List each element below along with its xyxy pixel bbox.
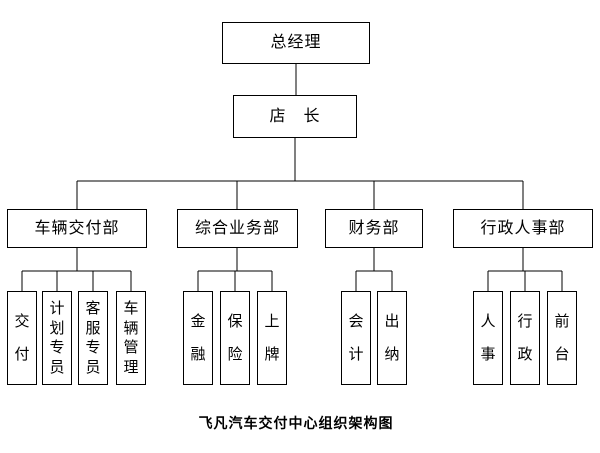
vertical-char: 交: [14, 313, 30, 330]
general-manager-box: 总经理: [222, 22, 370, 64]
vertical-char: 险: [227, 346, 243, 363]
vertical-char: 辆: [123, 319, 139, 337]
dept-box-vehicle-delivery: 车辆交付部: [7, 209, 147, 248]
vertical-char: 计: [348, 346, 364, 363]
role-box-admin: 行政: [510, 291, 540, 385]
role-box-registration: 上牌: [257, 291, 287, 385]
role-box-insurance: 保险: [220, 291, 250, 385]
vertical-char: 会: [348, 313, 364, 330]
vertical-char: 理: [123, 359, 139, 377]
vertical-char: 人: [480, 313, 496, 330]
dept-box-admin-hr: 行政人事部: [453, 209, 593, 248]
dept-box-general-business: 综合业务部: [177, 209, 298, 248]
role-box-delivery: 交付: [7, 291, 37, 385]
vertical-char: 前: [554, 313, 570, 330]
vertical-char: 事: [480, 346, 496, 363]
vertical-char: 付: [14, 346, 30, 363]
vertical-char: 金: [190, 313, 206, 330]
vertical-char: 上: [264, 313, 280, 330]
vertical-char: 政: [517, 346, 533, 363]
vertical-char: 牌: [264, 346, 280, 363]
vertical-char: 员: [85, 359, 101, 377]
vertical-char: 台: [554, 346, 570, 363]
vertical-char: 行: [517, 313, 533, 330]
vertical-char: 融: [190, 346, 206, 363]
vertical-char: 专: [85, 339, 101, 357]
role-box-front-desk: 前台: [547, 291, 577, 385]
role-box-planning-specialist: 计划专员: [42, 291, 72, 385]
role-box-vehicle-management: 车辆管理: [116, 291, 146, 385]
vertical-char: 纳: [384, 346, 400, 363]
role-box-cashier: 出纳: [377, 291, 407, 385]
vertical-char: 专: [49, 339, 65, 357]
vertical-char: 车: [123, 299, 139, 317]
dept-box-finance: 财务部: [325, 209, 423, 248]
role-box-accounting: 会计: [341, 291, 371, 385]
vertical-char: 计: [49, 299, 65, 317]
chart-caption: 飞凡汽车交付中心组织架构图: [198, 415, 394, 431]
vertical-char: 出: [384, 313, 400, 330]
role-box-financing: 金融: [183, 291, 213, 385]
role-box-hr: 人事: [473, 291, 503, 385]
vertical-char: 客: [85, 299, 101, 317]
vertical-char: 员: [49, 359, 65, 377]
vertical-char: 保: [227, 313, 243, 330]
vertical-char: 管: [123, 339, 139, 357]
store-manager-box: 店 长: [233, 95, 357, 138]
vertical-char: 划: [49, 319, 65, 337]
role-box-customer-service-specialist: 客服专员: [78, 291, 108, 385]
vertical-char: 服: [85, 319, 101, 337]
